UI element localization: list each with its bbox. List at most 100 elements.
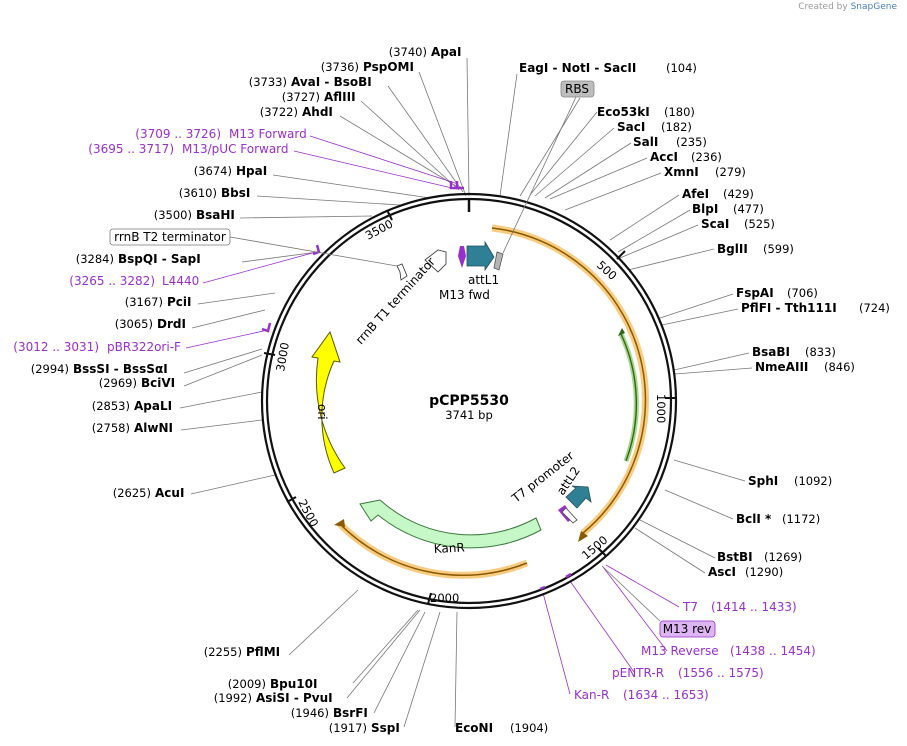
site-name[interactable]: BsaHI (196, 208, 235, 222)
site-pos: (3736) (321, 60, 359, 74)
site-name[interactable]: AvaI - BsoBI (291, 75, 372, 89)
site-name[interactable]: EcoNI (455, 721, 493, 735)
tick-2500: 2500 (295, 497, 321, 529)
site-pos: (525) (744, 217, 775, 231)
site-name[interactable]: FspAI (736, 286, 774, 300)
ori-feature[interactable] (311, 330, 346, 474)
orange-arc-bottom (338, 522, 528, 577)
site-labels-left: (3740) ApaI (3736) PspOMI (3733) AvaI - … (31, 45, 549, 735)
primer-name[interactable]: M13 Forward (229, 127, 307, 141)
site-pos: (235) (676, 135, 707, 149)
site-pos: (1904) (510, 721, 548, 735)
primer-backbone-marks (261, 181, 572, 591)
primer-leader-lines (185, 135, 680, 695)
site-pos: (3722) (260, 105, 298, 119)
m13rev-leader (601, 565, 661, 622)
site-pos: (3167) (125, 295, 163, 309)
site-name[interactable]: PflFI - Tth111I (741, 301, 837, 315)
primer-name[interactable]: M13/pUC Forward (182, 142, 289, 156)
primer-name[interactable]: T7 (682, 600, 698, 614)
site-name[interactable]: AflIII (324, 90, 356, 104)
site-pos: (1946) (291, 706, 329, 720)
site-name[interactable]: AfeI (682, 187, 709, 201)
site-name[interactable]: BbsI (221, 186, 250, 200)
m13rev-box[interactable] (659, 620, 716, 638)
orange-arc-right-arrowhead (578, 531, 588, 542)
rbs-leader (502, 96, 577, 254)
primer-name[interactable]: pENTR-R (612, 666, 664, 680)
rrnb-t2-box-label: rrnB T2 terminator (114, 230, 226, 244)
site-name[interactable]: SacI (617, 120, 645, 134)
site-name[interactable]: BsaBI (752, 345, 790, 359)
site-name[interactable]: SalI (633, 135, 658, 149)
rrnb-t1-label: rrnB T1 terminator (353, 255, 438, 347)
site-pos: (846) (824, 360, 855, 374)
site-name[interactable]: AcuI (155, 486, 184, 500)
site-pos: (3500) (154, 208, 192, 222)
site-name[interactable]: DrdI (157, 317, 186, 331)
plasmid-size: 3741 bp (445, 408, 493, 422)
site-name[interactable]: XmnI (664, 165, 699, 179)
kanr-feature[interactable] (359, 499, 542, 549)
site-pos: (1172) (782, 512, 820, 526)
primer-name[interactable]: M13 Reverse (641, 644, 719, 658)
site-pos: (429) (723, 187, 754, 201)
site-pos: (1269) (764, 550, 802, 564)
site-name[interactable]: Eco53kI (597, 105, 650, 119)
site-name[interactable]: ApaLI (134, 399, 172, 413)
site-name[interactable]: AlwNI (134, 421, 173, 435)
site-name[interactable]: BssSI - BssSαI (73, 362, 168, 376)
site-name[interactable]: AhdI (302, 105, 333, 119)
ori-label: ori (315, 404, 329, 420)
rrnb-t1-arrow (424, 249, 447, 273)
plasmid-name: pCPP5530 (429, 393, 509, 409)
site-pos: (1290) (745, 565, 783, 579)
rbs-box[interactable] (560, 80, 595, 98)
site-name[interactable]: SspI (371, 721, 400, 735)
site-pos: (3284) (76, 252, 114, 266)
site-name[interactable]: AscI (708, 565, 736, 579)
site-name[interactable]: PflMI (246, 645, 280, 659)
site-labels-right: EagI - NotI - SacII (104) Eco53kI (180) … (519, 61, 890, 579)
site-name[interactable]: PspOMI (363, 60, 414, 74)
site-pos: (2625) (113, 486, 151, 500)
site-name[interactable]: HpaI (236, 164, 267, 178)
site-leader-lines (179, 57, 753, 728)
site-name[interactable]: AccI (650, 150, 678, 164)
site-pos: (1917) (329, 721, 367, 735)
site-name[interactable]: BstBI (717, 550, 753, 564)
site-pos: (3674) (194, 164, 232, 178)
primer-name[interactable]: Kan-R (574, 688, 609, 702)
green-arc-arrowhead (618, 328, 625, 336)
primer-name[interactable]: pBR322ori-F (107, 340, 181, 354)
credit-prefix: Created by (798, 2, 848, 12)
site-name[interactable]: PciI (167, 295, 192, 309)
site-pos: (2009) (228, 677, 266, 691)
site-name[interactable]: AsiSI - PvuI (256, 691, 333, 705)
site-name[interactable]: BciVI (141, 376, 175, 390)
primer-labels: (3709 .. 3726) M13 Forward (3695 .. 3717… (13, 127, 815, 702)
site-name[interactable]: BglII (717, 242, 748, 256)
site-pos: (279) (715, 165, 746, 179)
site-name[interactable]: ScaI (701, 217, 729, 231)
site-pos: (2994) (31, 362, 69, 376)
site-name[interactable]: SphI (748, 474, 778, 488)
attl2-arrow (565, 485, 592, 509)
site-name[interactable]: EagI - NotI - SacII (519, 61, 636, 75)
site-name[interactable]: BsrFI (333, 706, 368, 720)
primer-range: (3709 .. 3726) (135, 127, 221, 141)
site-name[interactable]: ApaI (431, 45, 461, 59)
site-pos: (104) (666, 61, 697, 75)
snapgene-credit: Created by SnapGene (798, 2, 897, 12)
site-name[interactable]: Bpu10I (270, 677, 317, 691)
rrnb-t2-arrow (396, 263, 408, 281)
primer-name[interactable]: L4440 (162, 274, 199, 288)
site-name[interactable]: BspQI - SapI (118, 252, 201, 266)
site-pos: (477) (733, 202, 764, 216)
rbs-box-label: RBS (565, 82, 589, 96)
tick-1000: 1000 (654, 394, 668, 423)
site-name[interactable]: NmeAIII (755, 360, 808, 374)
site-name[interactable]: BlpI (692, 202, 718, 216)
site-name[interactable]: BclI * (736, 512, 772, 526)
site-pos: (3733) (249, 75, 287, 89)
